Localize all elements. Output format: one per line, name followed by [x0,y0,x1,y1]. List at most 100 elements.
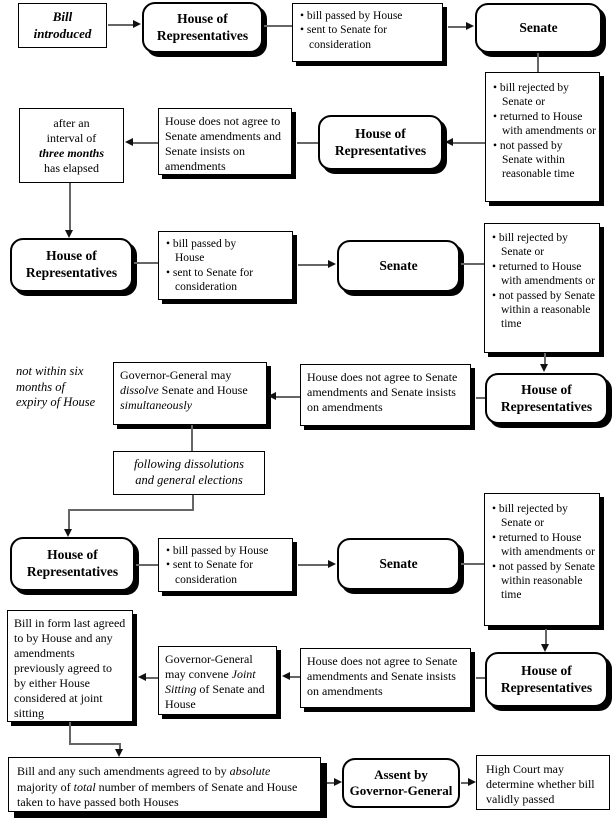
bullet-item: not passed by Senate within reasonable t… [493,139,596,182]
bullet-list: bill passed by House sent to Senate for … [300,9,439,52]
bullet-list: bill passed by House sent to Senate for … [166,544,289,587]
node-bill-passed-both-houses: Bill and any such amendments agreed to b… [8,757,321,812]
connector-line [69,722,71,744]
text-line: Representatives [25,265,118,280]
connector-line [276,396,300,398]
connector-line [69,183,71,231]
text-line: Representatives [500,679,593,695]
arrow-head-left-icon [138,673,146,681]
node-label: Senate [379,555,418,571]
bullet-item: sent to Senate for consideration [166,558,289,587]
arrow-head-right-icon [334,778,342,786]
text-line: House of [47,547,98,563]
text-block: Bill in form last agreed to by House and… [14,616,126,720]
node-high-court: High Court may determine whether bill va… [476,755,610,810]
text-line: interval of [46,130,97,145]
arrow-head-left-icon [125,138,133,146]
text-line: House of [521,381,572,397]
connector-line [298,564,329,566]
text-line: Representatives [156,27,249,43]
arrow-head-down-icon [64,529,72,537]
connector-line [297,142,318,144]
node-label: after an interval of three months has el… [39,116,104,176]
bullet-item: not passed by Senate within reasonable t… [492,560,596,603]
node-house-not-agree-2: House does not agree to Senate amendment… [300,364,471,426]
text-line: and general elections [135,473,243,487]
arrow-head-down-icon [115,749,123,757]
text-line: has elapsed [44,160,99,175]
bullet-item: bill passed by House [300,9,439,23]
text-line: Assent by [374,766,428,782]
node-senate-3: Senate [337,538,460,590]
node-senate-1: Senate [475,3,602,53]
bullet-item: returned to House with amendments or [493,110,596,139]
node-label: Senate [519,19,558,35]
connector-line [545,629,547,645]
node-process-1: bill passed by House sent to Senate for … [292,3,443,62]
bullet-list: bill rejected by Senate or returned to H… [492,502,596,603]
connector-line [264,25,292,27]
node-rejected-1: bill rejected by Senate or returned to H… [485,72,600,202]
arrow-head-down-icon [540,364,548,372]
connector-line [146,677,158,679]
node-senate-2: Senate [337,240,460,292]
text-line: months of [16,379,65,394]
arrow-head-left-icon [445,138,453,146]
connector-line [191,425,193,451]
node-three-month-interval: after an interval of three months has el… [19,108,124,183]
text-line: three months [38,145,104,160]
text-line: expiry of House [16,395,96,410]
bullet-item: bill rejected by Senate or [492,231,596,260]
connector-line [461,263,484,265]
connector-line [298,264,329,266]
text-segment: Joint Sitting [165,667,256,696]
arrow-head-right-icon [466,22,474,30]
arrow-head-right-icon [328,560,336,568]
arrow-head-down-icon [65,230,73,238]
connector-line [448,26,466,28]
text-segment: number of members of Senate and House ta… [17,779,298,810]
text-line: introduced [33,25,92,41]
connector-line [537,53,539,72]
connector-line [136,564,158,566]
connector-line [133,142,158,144]
connector-line [461,563,484,565]
arrow-head-left-icon [268,392,276,400]
bullet-item: returned to House with amendments or [492,260,596,289]
text-line: following dissolutions [133,457,245,472]
text-line: House of [355,125,406,141]
arrow-head-left-icon [282,672,290,680]
connector-line [476,677,485,679]
arrow-head-right-icon [133,20,141,28]
text-segment: of Senate and House [165,682,265,711]
text-line: not within six [16,364,84,378]
node-process-3: bill passed by House sent to Senate for … [158,538,293,592]
text-segment: majority of [17,779,74,794]
text-line: Representatives [500,398,593,414]
text-line: House of [46,248,97,264]
connector-line [327,782,335,784]
text-line: Representatives [26,564,119,579]
bullet-item: bill passed by House [166,544,289,558]
bullet-item: bill rejected by Senate or [492,502,596,531]
connector-line [461,782,469,784]
connector-line [69,743,120,745]
connector-line [108,24,134,26]
connector-line [290,676,300,678]
text-segment: absolute [229,764,271,778]
arrow-head-right-icon [328,260,336,268]
